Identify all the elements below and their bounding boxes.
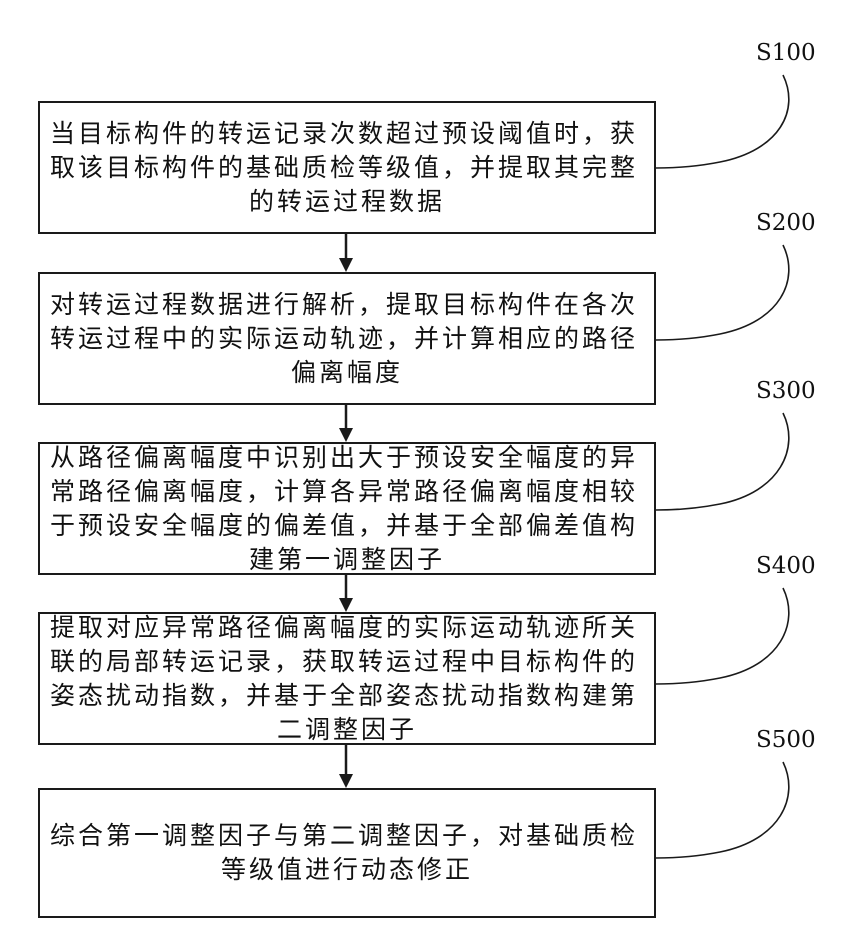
arrowhead-s100-s200 <box>339 258 353 272</box>
step-box-s300: 从路径偏离幅度中识别出大于预设安全幅度的异常路径偏离幅度，计算各异常路径偏离幅度… <box>38 442 656 575</box>
step-label-s400: S400 <box>756 553 816 579</box>
step-box-s200: 对转运过程数据进行解析，提取目标构件在各次转运过程中的实际运动轨迹，并计算相应的… <box>38 272 656 405</box>
leader-s200 <box>656 245 789 340</box>
leader-s500 <box>656 762 789 858</box>
step-box-s400: 提取对应异常路径偏离幅度的实际运动轨迹所关联的局部转运记录，获取转运过程中目标构… <box>38 612 656 745</box>
leader-s400 <box>656 588 789 684</box>
step-text-s400: 提取对应异常路径偏离幅度的实际运动轨迹所关联的局部转运记录，获取转运过程中目标构… <box>50 611 644 747</box>
step-text-s200: 对转运过程数据进行解析，提取目标构件在各次转运过程中的实际运动轨迹，并计算相应的… <box>50 288 644 390</box>
step-text-s500: 综合第一调整因子与第二调整因子，对基础质检等级值进行动态修正 <box>50 819 644 887</box>
leader-s300 <box>656 413 789 510</box>
step-label-s500: S500 <box>756 727 816 753</box>
step-text-s300: 从路径偏离幅度中识别出大于预设安全幅度的异常路径偏离幅度，计算各异常路径偏离幅度… <box>50 441 644 577</box>
step-box-s100: 当目标构件的转运记录次数超过预设阈值时，获取该目标构件的基础质检等级值，并提取其… <box>38 101 656 234</box>
step-box-s500: 综合第一调整因子与第二调整因子，对基础质检等级值进行动态修正 <box>38 788 656 918</box>
step-text-s100: 当目标构件的转运记录次数超过预设阈值时，获取该目标构件的基础质检等级值，并提取其… <box>50 117 644 219</box>
arrowhead-s400-s500 <box>339 774 353 788</box>
step-label-s100: S100 <box>756 40 816 66</box>
step-label-s300: S300 <box>756 378 816 404</box>
leader-s100 <box>656 75 789 168</box>
step-label-s200: S200 <box>756 210 816 236</box>
